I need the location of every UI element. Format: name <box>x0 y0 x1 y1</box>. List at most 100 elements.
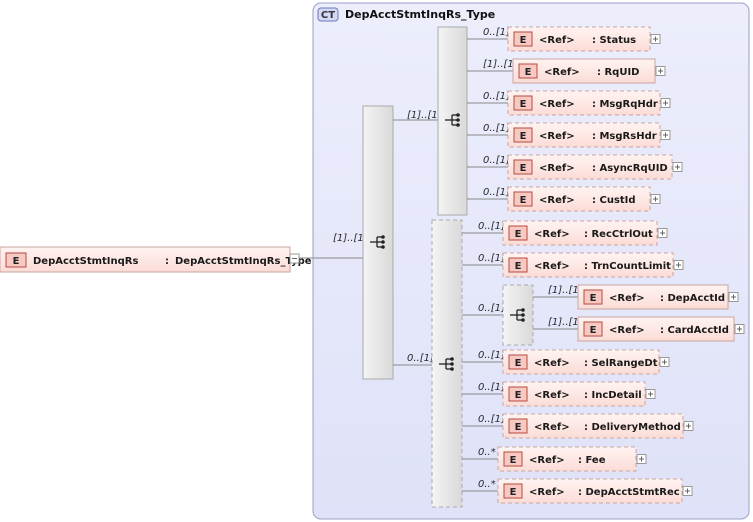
element-ref-cardacctid[interactable]: [1]..[1]E<Ref>: CardAcctId <box>533 316 745 342</box>
element-box <box>502 349 660 375</box>
element-badge <box>513 127 533 143</box>
element-ref-depacctid[interactable]: [1]..[1]E<Ref>: DepAcctId <box>533 284 739 310</box>
element-badge-label: E <box>515 229 522 240</box>
element-cardinality: 0..[1] <box>478 414 505 425</box>
element-box <box>577 316 735 342</box>
element-badge-label: E <box>520 35 527 46</box>
element-badge <box>508 386 528 402</box>
plus-icon <box>653 196 658 202</box>
element-badge <box>503 451 523 467</box>
plus-icon <box>662 359 667 365</box>
plus-icon <box>663 132 668 138</box>
element-name: : CardAcctId <box>660 325 729 336</box>
element-badge <box>513 159 533 175</box>
body-sequence[interactable] <box>431 219 463 508</box>
element-name: : DeliveryMethod <box>584 422 681 433</box>
choice-cardinality: 0..[1] <box>478 303 505 314</box>
element-badge-label: E <box>515 422 522 433</box>
element-cardinality: 0..[1] <box>478 253 505 264</box>
element-cardinality: 0..* <box>478 447 496 458</box>
element-name: : DepAcctId <box>660 293 725 304</box>
element-cardinality: 0..[1] <box>478 221 505 232</box>
element-badge <box>5 252 27 268</box>
complex-type-name: DepAcctStmtInqRs_Type <box>345 8 495 21</box>
element-badge <box>508 257 528 273</box>
element-cardinality: 0..[1] <box>483 123 510 134</box>
element-ref-rquid[interactable]: [1]..[1]E<Ref>: RqUID <box>467 58 666 84</box>
plus-icon <box>686 423 691 429</box>
root-element[interactable]: E DepAcctStmtInqRs : DepAcctStmtInqRs_Ty… <box>0 246 312 273</box>
root-sequence-cardinality: [1]..[1] <box>333 233 368 244</box>
element-box <box>577 284 729 310</box>
element-badge <box>513 191 533 207</box>
choice-group[interactable] <box>502 284 534 346</box>
plus-icon <box>675 164 680 170</box>
element-box <box>497 446 637 472</box>
element-badge-label: E <box>520 163 527 174</box>
root-element-name: DepAcctStmtInqRs <box>33 256 138 267</box>
plus-icon <box>685 488 690 494</box>
root-badge-label: E <box>13 256 20 267</box>
element-box <box>502 413 684 439</box>
element-ref-msgrshdr[interactable]: 0..[1] E <Ref> : MsgRsHdr <box>467 122 671 148</box>
element-box <box>502 252 674 278</box>
root-type-separator: : <box>165 256 169 267</box>
element-badge <box>508 225 528 241</box>
element-ref-status[interactable]: 0..[1]E<Ref>: Status <box>467 26 661 52</box>
element-ref-trncountlimit[interactable]: 0..[1]E<Ref>: TrnCountLimit <box>462 252 684 278</box>
element-badge-label: E <box>590 325 597 336</box>
element-ref-custid[interactable]: 0..[1]E<Ref>: CustId <box>467 186 661 212</box>
element-ref-depacctstmtrec[interactable]: 0..*E<Ref>: DepAcctStmtRec <box>462 478 693 504</box>
sequence-icon <box>370 235 385 249</box>
plus-icon <box>676 262 681 268</box>
ref-tag: <Ref> <box>529 487 565 498</box>
element-box <box>507 90 661 116</box>
element-box <box>507 122 661 148</box>
element-badge-label: E <box>515 358 522 369</box>
element-badge <box>503 483 523 499</box>
element-name: : AsyncRqUID <box>592 163 668 174</box>
element-name: : MsgRsHdr <box>592 131 657 142</box>
ref-tag: <Ref> <box>534 229 570 240</box>
ref-tag: <Ref> <box>539 131 575 142</box>
plus-icon <box>648 391 653 397</box>
element-cardinality: 0..* <box>478 479 496 490</box>
element-badge <box>583 321 603 337</box>
sequence-icon <box>445 113 460 127</box>
sequence-icon <box>439 357 454 371</box>
ct-badge-label: CT <box>321 10 335 21</box>
element-ref-asyncrquid[interactable]: 0..[1]E<Ref>: AsyncRqUID <box>467 154 683 180</box>
element-cardinality: 0..[1] <box>483 91 510 102</box>
plus-icon <box>737 326 742 332</box>
element-name: : MsgRqHdr <box>592 99 658 110</box>
header-sequence[interactable] <box>437 26 468 216</box>
element-ref-fee[interactable]: 0..*E<Ref>: Fee <box>462 446 647 472</box>
element-ref-msgrqhdr[interactable]: 0..[1]E<Ref>: MsgRqHdr <box>467 90 671 116</box>
element-refs: 0..[1]E<Ref>: Status[1]..[1]E<Ref>: RqUI… <box>462 26 745 504</box>
ref-tag: <Ref> <box>529 455 565 466</box>
element-badge-label: E <box>510 455 517 466</box>
element-badge <box>518 63 538 79</box>
header-sequence-cardinality: [1]..[1] <box>407 110 442 121</box>
element-cardinality: 0..[1] <box>478 350 505 361</box>
plus-icon <box>663 100 668 106</box>
element-name: : SelRangeDt <box>584 358 658 369</box>
sequence-icon <box>510 308 525 322</box>
element-ref-incdetail[interactable]: 0..[1]E<Ref>: IncDetail <box>462 381 656 407</box>
ref-tag: <Ref> <box>534 390 570 401</box>
element-ref-selrangedt[interactable]: 0..[1]E<Ref>: SelRangeDt <box>462 349 670 375</box>
element-badge-label: E <box>520 131 527 142</box>
element-ref-recctrlout[interactable]: 0..[1]E<Ref>: RecCtrlOut <box>462 220 668 246</box>
element-badge-label: E <box>590 293 597 304</box>
element-ref-deliverymethod[interactable]: 0..[1]E<Ref>: DeliveryMethod <box>462 413 694 439</box>
element-cardinality: [1]..[1] <box>548 317 583 328</box>
element-badge-label: E <box>515 261 522 272</box>
root-type-name: DepAcctStmtInqRs_Type <box>175 256 312 267</box>
root-sequence[interactable] <box>362 105 394 380</box>
ref-tag: <Ref> <box>539 35 575 46</box>
element-badge <box>513 31 533 47</box>
element-box <box>502 220 658 246</box>
plus-icon <box>658 68 663 74</box>
element-name: : DepAcctStmtRec <box>578 487 680 498</box>
element-cardinality: 0..[1] <box>483 27 510 38</box>
